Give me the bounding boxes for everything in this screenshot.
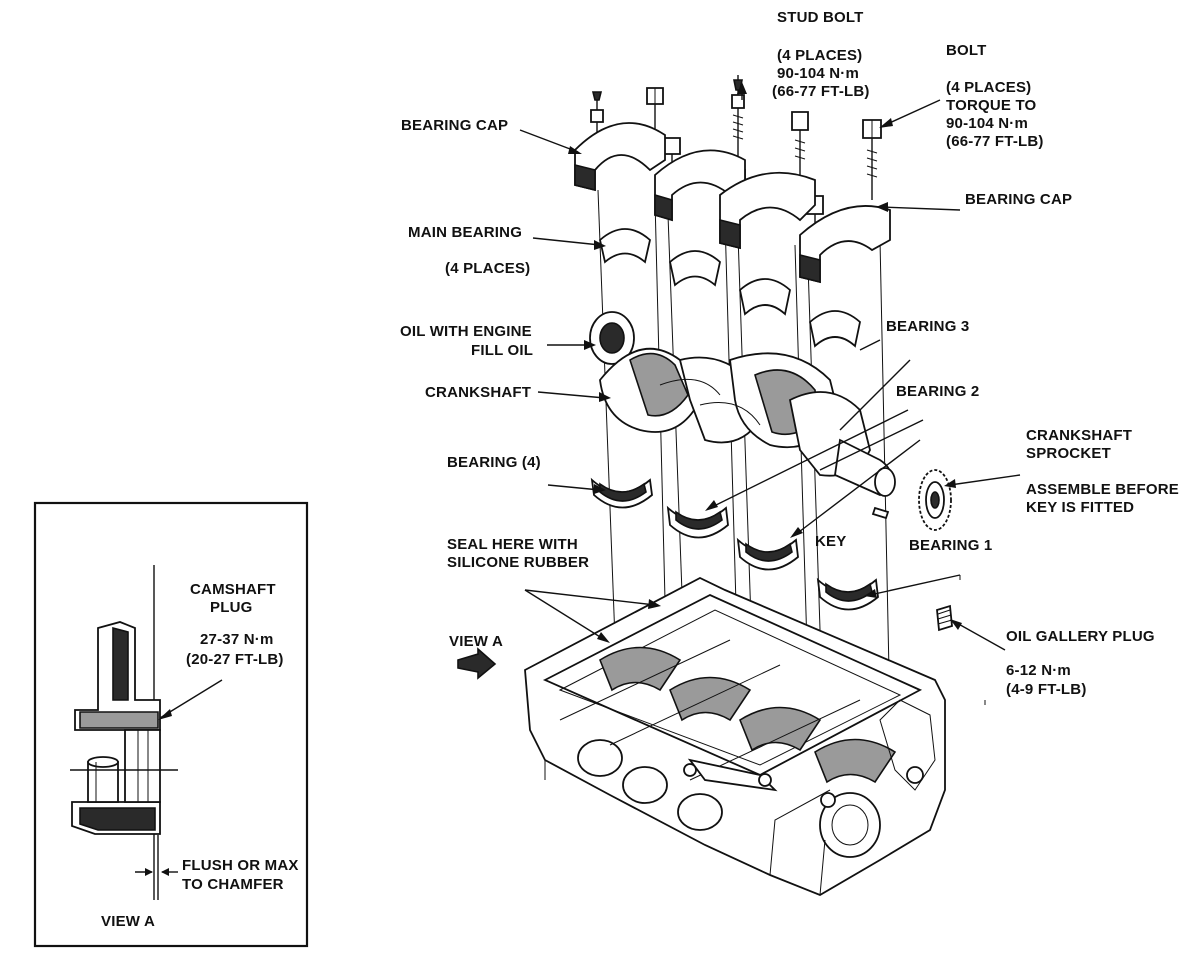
bearing-3-label: BEARING 3: [886, 318, 969, 335]
oil-gallery-torque-ftlb: (4-9 FT-LB): [1006, 681, 1087, 698]
oil-label-1: OIL WITH ENGINE: [400, 323, 532, 340]
main-bearing-shell: [739, 278, 791, 316]
flush-label-1: FLUSH OR MAX: [182, 857, 299, 874]
key-icon: [871, 506, 890, 520]
stud-bolt-torque-ftlb: (66-77 FT-LB): [772, 83, 870, 100]
crankshaft-icon: [589, 311, 896, 497]
lower-main-bearings: [590, 477, 879, 611]
bearing-1-label: BEARING 1: [909, 537, 992, 554]
bearing-4-label: BEARING (4): [447, 454, 541, 471]
oil-gallery-plug-label: OIL GALLERY PLUG: [1006, 628, 1155, 645]
stud-bolt-places: (4 PLACES): [777, 47, 862, 64]
view-a-arrow-icon: [457, 647, 497, 680]
bearing-cap-label-right: BEARING CAP: [965, 191, 1072, 208]
bolt-icon: [791, 111, 809, 175]
main-bearing-shell: [809, 310, 861, 348]
bolt-places: (4 PLACES): [946, 79, 1031, 96]
main-bearing-places: (4 PLACES): [445, 260, 530, 277]
bearing-caps: [574, 122, 891, 284]
seal-label-1: SEAL HERE WITH: [447, 536, 578, 553]
camshaft-torque-ftlb: (20-27 FT-LB): [186, 651, 284, 668]
camshaft-plug-icon: [87, 756, 119, 803]
bolt-torque-ftlb: (66-77 FT-LB): [946, 133, 1044, 150]
seal-label-2: SILICONE RUBBER: [447, 554, 589, 571]
stud-bolt-torque-nm: 90-104 N·m: [777, 65, 859, 82]
assemble-label-1: ASSEMBLE BEFORE: [1026, 481, 1179, 498]
view-a-inset: CAMSHAFT PLUG 27-37 N·m (20-27 FT-LB) FL…: [33, 501, 309, 948]
bearing-2-label: BEARING 2: [896, 383, 979, 400]
stud-bolt-icon: [731, 75, 745, 160]
bearing-cap-label-left: BEARING CAP: [401, 117, 508, 134]
engine-block-icon: [524, 576, 946, 896]
camshaft-plug-label-2: PLUG: [210, 599, 252, 616]
oil-gallery-plug-icon: [936, 604, 953, 632]
bearing-cap-1: [574, 122, 666, 192]
bolt-label: BOLT: [946, 42, 987, 59]
stud-bolt-label: STUD BOLT: [777, 9, 864, 26]
bearing-cap-4: [799, 205, 891, 284]
bolt-torque-to: TORQUE TO: [946, 97, 1037, 114]
crankshaft-sprocket-icon: [918, 469, 952, 531]
camshaft-torque-nm: 27-37 N·m: [200, 631, 274, 648]
oil-label-2: FILL OIL: [471, 342, 533, 359]
view-a-inset-label: VIEW A: [101, 913, 155, 930]
upper-main-bearings: [599, 228, 861, 348]
oil-gallery-torque-nm: 6-12 N·m: [1006, 662, 1071, 679]
bolt-torque-nm: 90-104 N·m: [946, 115, 1028, 132]
flush-label-2: TO CHAMFER: [182, 876, 284, 893]
bolt-icon: [862, 119, 882, 200]
main-bearing-label: MAIN BEARING: [408, 224, 522, 241]
leader-lines: [457, 82, 1021, 705]
crankshaft-sprocket-label-2: SPROCKET: [1026, 445, 1111, 462]
key-label: KEY: [815, 533, 846, 550]
crankshaft-label: CRANKSHAFT: [425, 384, 531, 401]
main-bearing-shell: [669, 250, 721, 287]
callout-labels: STUD BOLT (4 PLACES) 90-104 N·m (66-77 F…: [400, 9, 1179, 698]
crankshaft-sprocket-label-1: CRANKSHAFT: [1026, 427, 1132, 444]
bolt-icon: [646, 87, 664, 135]
main-bearing-shell: [599, 228, 651, 264]
view-a-label: VIEW A: [449, 633, 503, 650]
bearing-cap-3: [719, 171, 816, 250]
camshaft-plug-label-1: CAMSHAFT: [190, 581, 276, 598]
assemble-label-2: KEY IS FITTED: [1026, 499, 1134, 516]
